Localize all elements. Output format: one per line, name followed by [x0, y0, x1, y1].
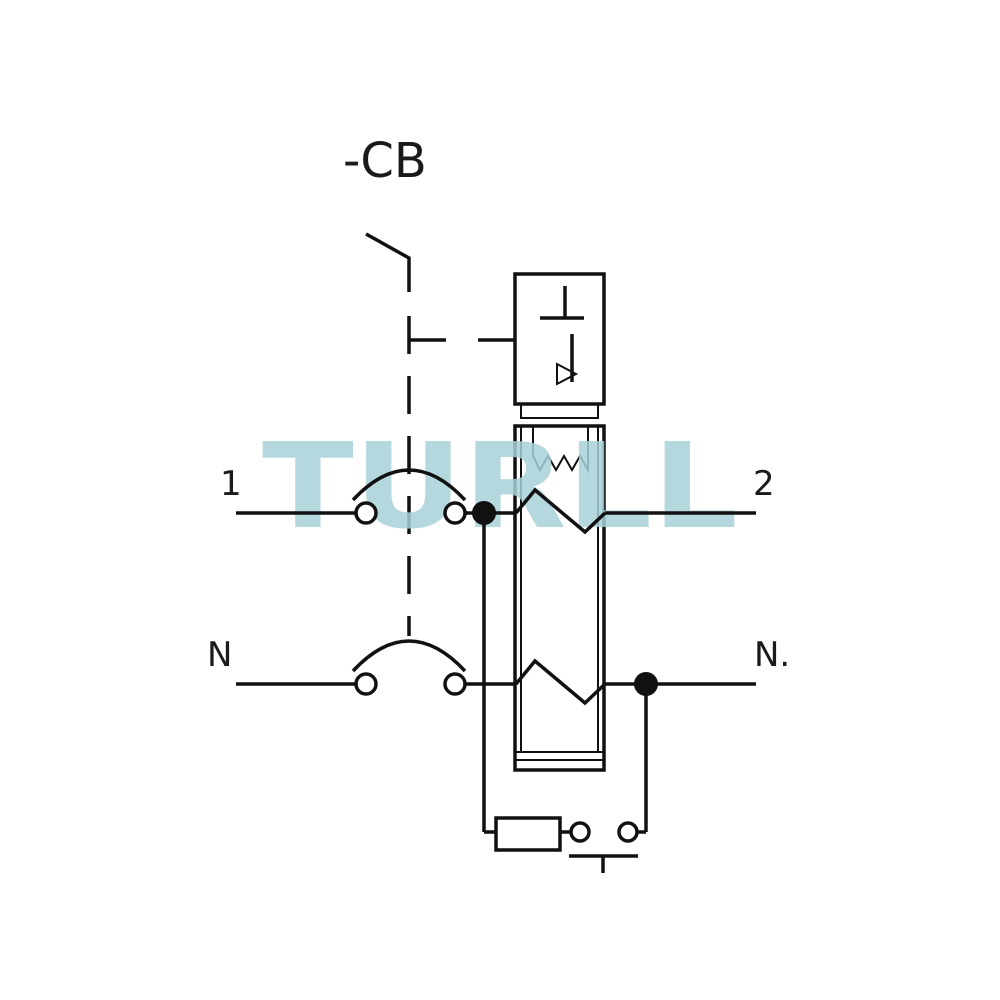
- neutral-terminal-right: [443, 672, 467, 696]
- line-1-winding: [514, 487, 607, 535]
- line-1-terminal-right: [443, 501, 467, 525]
- terminal-label-1: 1: [220, 464, 242, 504]
- junction-neutral: [634, 672, 658, 696]
- operating-handle: [365, 232, 411, 292]
- delta-icon: [556, 362, 579, 386]
- contact-arc-neutral: [351, 639, 467, 673]
- terminal-label-n-out: N.: [754, 635, 790, 675]
- test-resistor: [494, 816, 562, 852]
- thermal-connector: [520, 404, 599, 419]
- device-label: -CB: [343, 133, 427, 189]
- sensing-core: [513, 424, 606, 772]
- junction-line-1: [472, 501, 496, 525]
- watermark-text: TURLL: [262, 417, 738, 555]
- rcd-relay-box: [513, 272, 606, 406]
- test-contact-right: [617, 821, 639, 843]
- neutral-terminal-left: [354, 672, 378, 696]
- line-1-terminal-left: [354, 501, 378, 525]
- terminal-label-2: 2: [753, 464, 775, 504]
- thermal-element: [532, 426, 589, 474]
- test-contact-left: [569, 821, 591, 843]
- terminal-label-n: N: [207, 635, 232, 675]
- contact-arc-line: [351, 468, 467, 502]
- neutral-winding: [514, 658, 607, 706]
